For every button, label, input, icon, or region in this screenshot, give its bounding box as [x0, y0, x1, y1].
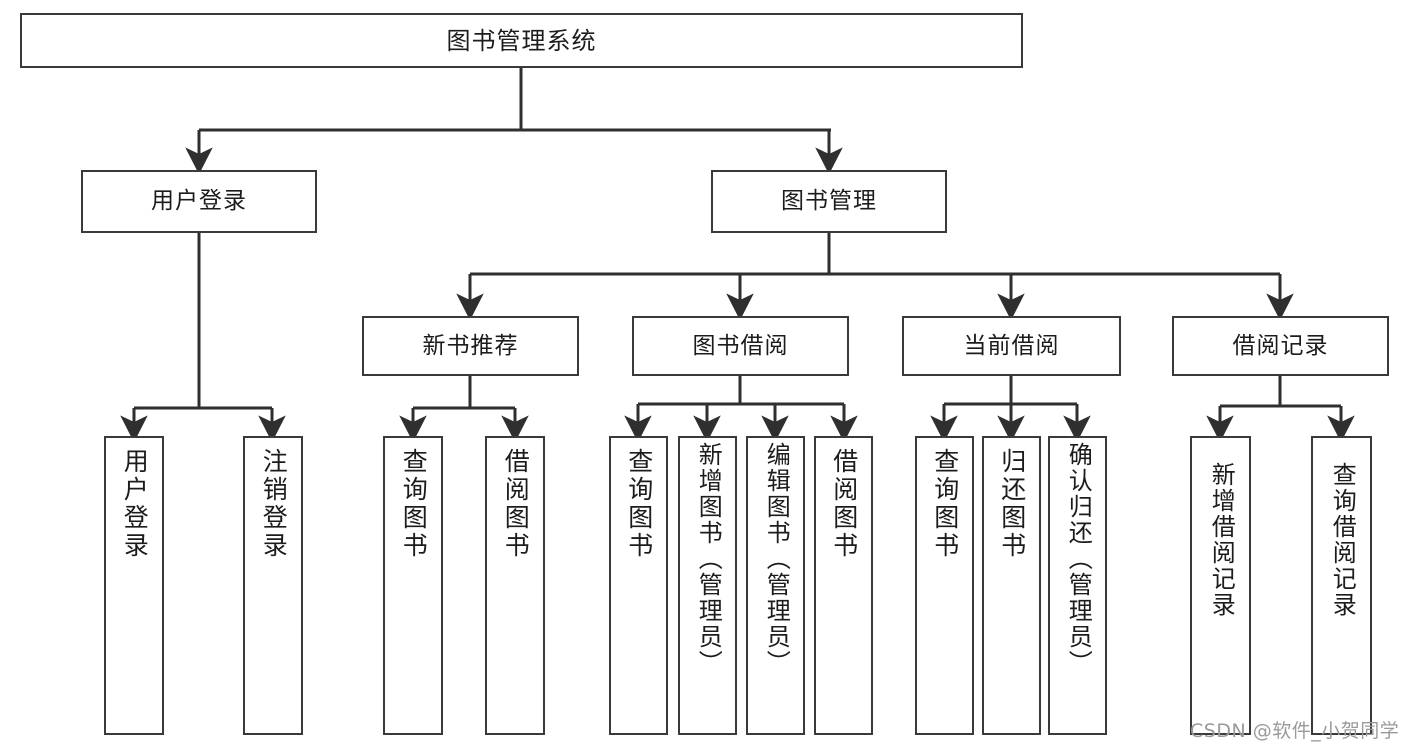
- node-new-book-recommend[interactable]: 新书推荐: [362, 316, 579, 376]
- node-label: 注销登录: [259, 448, 289, 560]
- csdn-watermark: CSDN @软件_小贺同学: [1190, 720, 1400, 742]
- node-label: 图书借阅: [692, 332, 789, 359]
- node-leaf-edit-book-admin[interactable]: 编辑图书（管理员）: [746, 436, 805, 735]
- node-leaf-borrow-book-borrow[interactable]: 借阅图书: [814, 436, 873, 735]
- node-leaf-add-book-admin[interactable]: 新增图书（管理员）: [678, 436, 737, 735]
- node-root-book-management-system[interactable]: 图书管理系统: [20, 13, 1023, 68]
- node-leaf-query-borrow-record[interactable]: 查询借阅记录: [1311, 436, 1372, 735]
- node-leaf-user-login[interactable]: 用户登录: [104, 436, 164, 735]
- node-leaf-logout[interactable]: 注销登录: [243, 436, 303, 735]
- node-label: 查询图书: [399, 448, 429, 560]
- node-leaf-borrow-book-recommend[interactable]: 借阅图书: [485, 436, 545, 735]
- node-label: 借阅图书: [501, 448, 531, 560]
- node-label: 确认归还（管理员）: [1064, 442, 1093, 676]
- node-label: 归还图书: [997, 448, 1027, 560]
- node-label: 查询图书: [930, 448, 960, 560]
- node-label: 查询借阅记录: [1328, 462, 1357, 618]
- node-label: 新增图书（管理员）: [694, 442, 723, 676]
- node-leaf-query-book-borrow[interactable]: 查询图书: [609, 436, 668, 735]
- node-label: 查询图书: [624, 448, 654, 560]
- node-borrow-record[interactable]: 借阅记录: [1172, 316, 1389, 376]
- node-book-management[interactable]: 图书管理: [711, 170, 947, 233]
- node-label: 新增借阅记录: [1207, 462, 1236, 618]
- node-leaf-return-book[interactable]: 归还图书: [982, 436, 1041, 735]
- node-leaf-query-book-current[interactable]: 查询图书: [915, 436, 974, 735]
- node-label: 借阅记录: [1232, 332, 1329, 359]
- node-label: 用户登录: [120, 448, 150, 560]
- node-user-login[interactable]: 用户登录: [81, 170, 317, 233]
- node-leaf-add-borrow-record[interactable]: 新增借阅记录: [1190, 436, 1251, 735]
- node-label: 借阅图书: [829, 448, 859, 560]
- node-label: 新书推荐: [422, 332, 519, 359]
- node-label: 图书管理: [781, 188, 877, 215]
- node-leaf-query-book-recommend[interactable]: 查询图书: [383, 436, 443, 735]
- node-label: 用户登录: [151, 188, 247, 215]
- node-label: 编辑图书（管理员）: [762, 442, 791, 676]
- node-label: 图书管理系统: [446, 26, 597, 55]
- node-label: 当前借阅: [963, 332, 1060, 359]
- node-leaf-confirm-return-admin[interactable]: 确认归还（管理员）: [1048, 436, 1107, 735]
- node-book-borrow[interactable]: 图书借阅: [632, 316, 849, 376]
- node-current-borrow[interactable]: 当前借阅: [902, 316, 1121, 376]
